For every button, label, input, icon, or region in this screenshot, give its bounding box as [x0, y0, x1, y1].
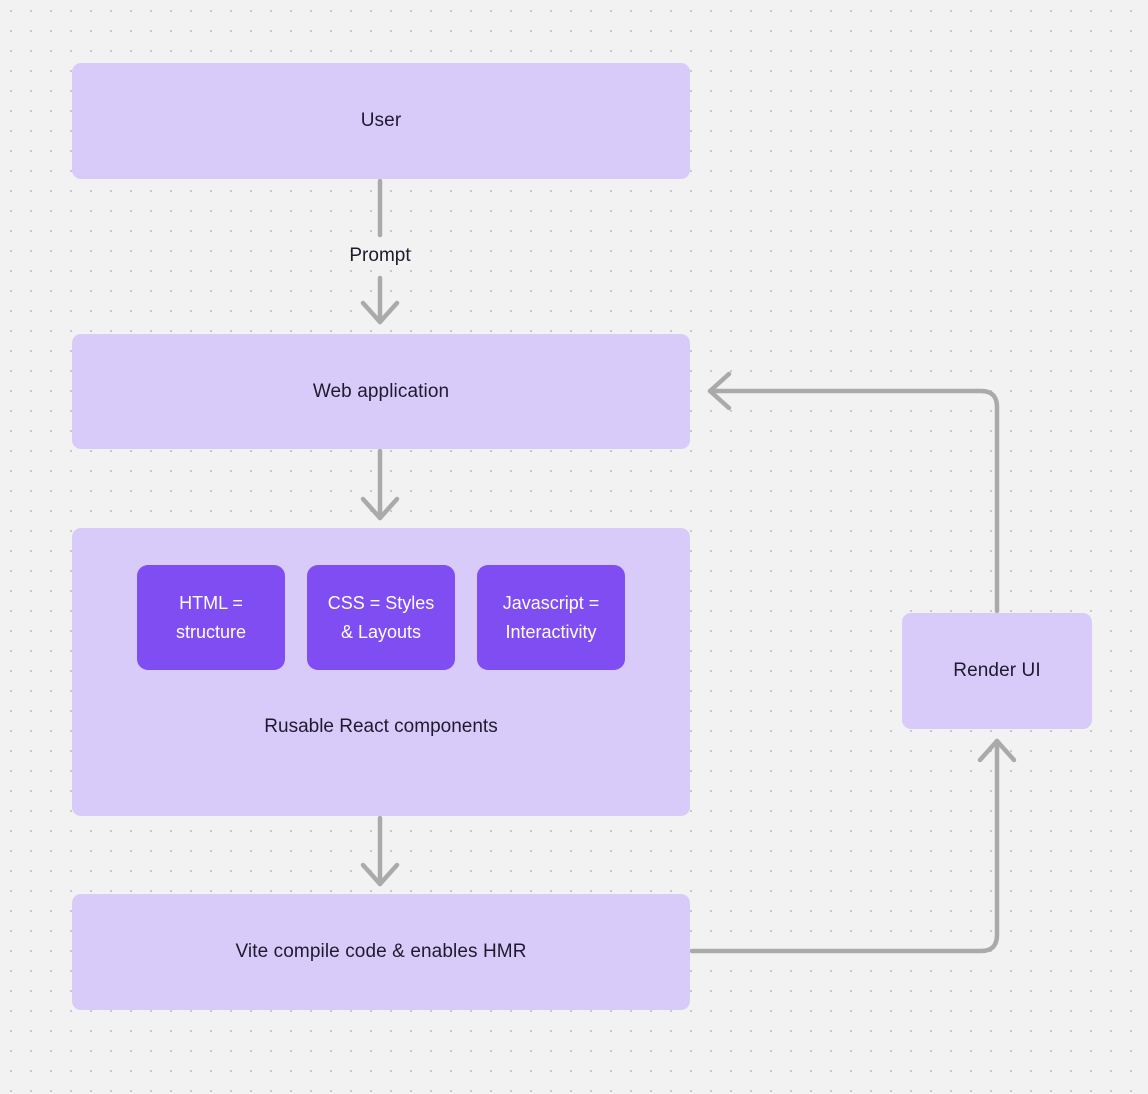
node-render-ui[interactable]: Render UI: [902, 613, 1092, 729]
node-render-ui-label: Render UI: [953, 660, 1041, 682]
chip-javascript[interactable]: Javascript = Interactivity: [477, 565, 625, 670]
edge-webapp-to-components: [360, 448, 400, 521]
edge-render-to-webapp: [707, 371, 1000, 614]
node-react-components-caption: Rusable React components: [264, 716, 498, 737]
chip-javascript-label: Javascript = Interactivity: [502, 592, 600, 642]
edge-components-to-vite: [360, 815, 400, 887]
node-vite[interactable]: Vite compile code & enables HMR: [72, 894, 690, 1010]
node-react-components[interactable]: HTML = structure CSS = Styles & Layouts …: [72, 528, 690, 816]
node-web-application-label: Web application: [312, 380, 450, 402]
node-user[interactable]: User: [72, 63, 690, 179]
chip-row: HTML = structure CSS = Styles & Layouts …: [72, 565, 690, 670]
node-web-application[interactable]: Web application: [72, 334, 690, 449]
node-vite-label: Vite compile code & enables HMR: [235, 941, 527, 963]
node-user-label: User: [360, 110, 402, 132]
chip-html[interactable]: HTML = structure: [137, 565, 285, 670]
chip-css-label: CSS = Styles & Layouts: [327, 592, 435, 642]
chip-html-label: HTML = structure: [175, 592, 247, 642]
chip-css[interactable]: CSS = Styles & Layouts: [307, 565, 455, 670]
edge-label-prompt: Prompt: [349, 245, 411, 266]
edge-vite-to-render: [689, 738, 1017, 954]
